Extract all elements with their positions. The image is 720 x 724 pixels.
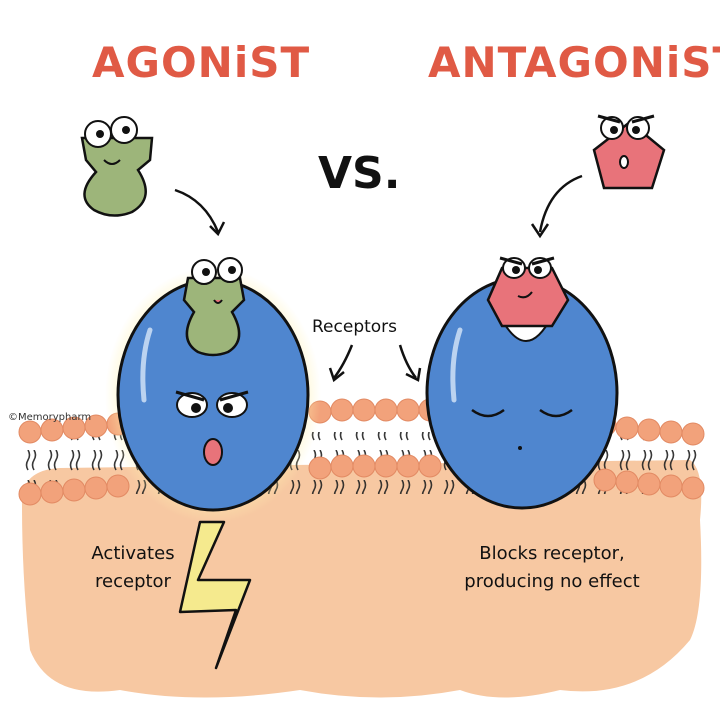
vs-label: VS. <box>318 148 401 199</box>
antagonist-title: ANTAGONiST <box>428 38 720 87</box>
agonist-molecule <box>80 116 154 217</box>
agonist-title: AGONiST <box>92 38 311 87</box>
antagonist-effect-label: Blocks receptor, producing no effect <box>432 540 672 596</box>
receptors-arrow-left <box>333 344 354 379</box>
antagonist-arrow <box>538 174 583 233</box>
credit-watermark: ©Memorypharm <box>8 412 92 423</box>
receptors-arrow-right <box>398 344 417 379</box>
antagonist-effect-line1: Blocks receptor, <box>479 543 625 564</box>
agonist-effect-line1: Activates <box>91 543 175 564</box>
agonist-arrow <box>174 188 220 233</box>
agonist-effect-label: Activates receptor <box>58 540 208 596</box>
agonist-receptor <box>116 278 310 512</box>
antagonist-molecule <box>592 114 666 190</box>
antagonist-bound <box>486 256 570 328</box>
antagonist-effect-line2: producing no effect <box>464 571 640 592</box>
activation-bolt-icon <box>178 520 252 670</box>
agonist-bound <box>182 257 246 357</box>
agonist-effect-line2: receptor <box>95 571 171 592</box>
receptors-label: Receptors <box>312 317 398 337</box>
